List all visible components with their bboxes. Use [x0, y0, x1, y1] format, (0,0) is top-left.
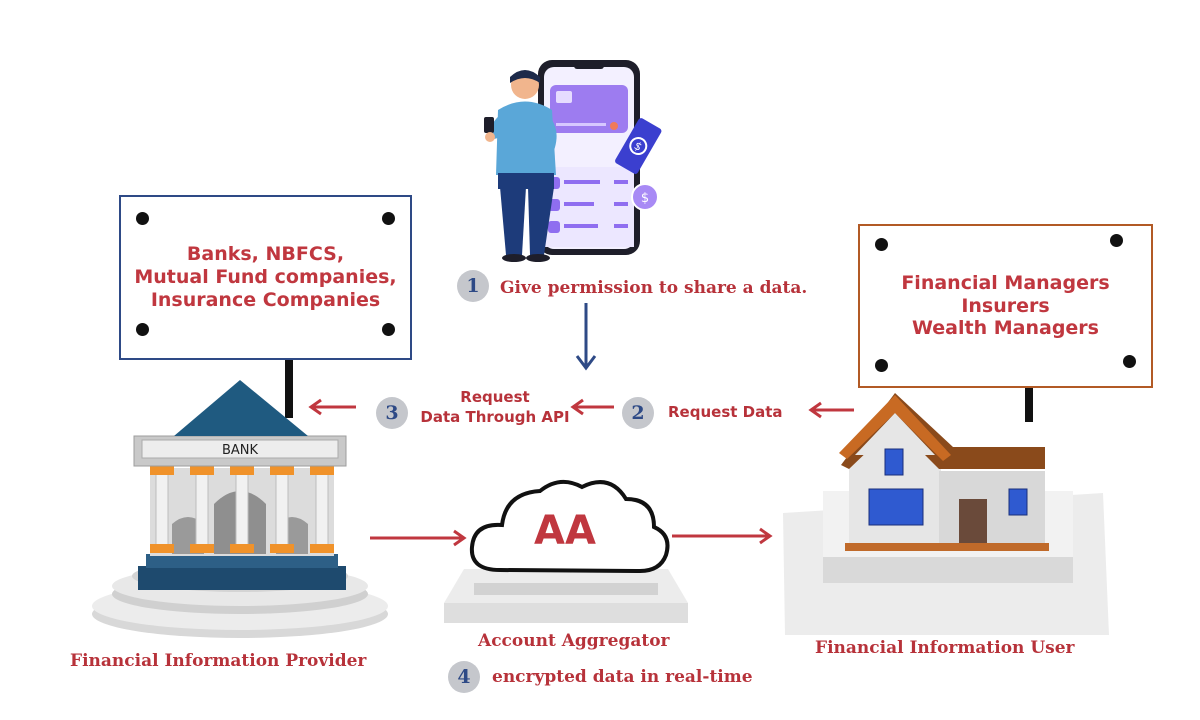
- provider-label: Financial Information Provider: [70, 651, 367, 671]
- user-sign-line: Insurers: [961, 294, 1050, 317]
- arrow-left-icon: [570, 398, 614, 416]
- sign-dot: [875, 359, 888, 372]
- step-4-badge: 4: [448, 661, 480, 693]
- provider-sign-post: [285, 358, 293, 418]
- aa-cloud-text: AA: [534, 508, 596, 554]
- person-phone-illustration: $ $: [484, 60, 662, 262]
- user-sign: Financial Managers Insurers Wealth Manag…: [858, 224, 1153, 388]
- provider-sign-line: Banks, NBFCS,: [186, 243, 345, 266]
- aggregator-illustration: [444, 479, 688, 623]
- step-3-text: Request Data Through API: [420, 388, 570, 426]
- sign-dot: [1110, 234, 1123, 247]
- sign-dot: [875, 238, 888, 251]
- step-1-badge: 1: [457, 270, 489, 302]
- sign-dot: [136, 212, 149, 225]
- step-2-text: Request Data: [668, 403, 783, 421]
- aggregator-label: Account Aggregator: [478, 631, 670, 651]
- user-sign-line: Financial Managers: [901, 271, 1110, 294]
- provider-sign-line: Mutual Fund companies,: [134, 266, 397, 289]
- cloud-icon: [469, 479, 670, 574]
- step-4-text: encrypted data in real-time: [492, 667, 753, 687]
- sign-dot: [1123, 355, 1136, 368]
- arrow-left-icon: [808, 401, 854, 419]
- provider-sign-line: Insurance Companies: [150, 288, 381, 311]
- sign-dot: [382, 323, 395, 336]
- sign-dot: [136, 323, 149, 336]
- sign-dot: [382, 212, 395, 225]
- step-2-badge: 2: [622, 397, 654, 429]
- step-1-text: Give permission to share a data.: [500, 278, 808, 298]
- coin-icon: $: [631, 183, 659, 211]
- bank-label: BANK: [221, 443, 259, 458]
- arrow-right-icon: [370, 529, 467, 547]
- user-sign-line: Wealth Managers: [912, 317, 1099, 340]
- house-illustration: [783, 393, 1109, 635]
- user-sign-post: [1025, 386, 1033, 422]
- arrow-down-icon: [575, 303, 597, 371]
- svg-text:$: $: [641, 191, 649, 206]
- arrow-left-icon: [308, 398, 356, 416]
- step-3-badge: 3: [376, 397, 408, 429]
- money-icon: $: [615, 118, 662, 174]
- bank-illustration: [92, 380, 388, 638]
- arrow-right-icon: [672, 527, 773, 545]
- provider-sign: Banks, NBFCS, Mutual Fund companies, Ins…: [119, 195, 412, 360]
- user-label: Financial Information User: [815, 638, 1075, 658]
